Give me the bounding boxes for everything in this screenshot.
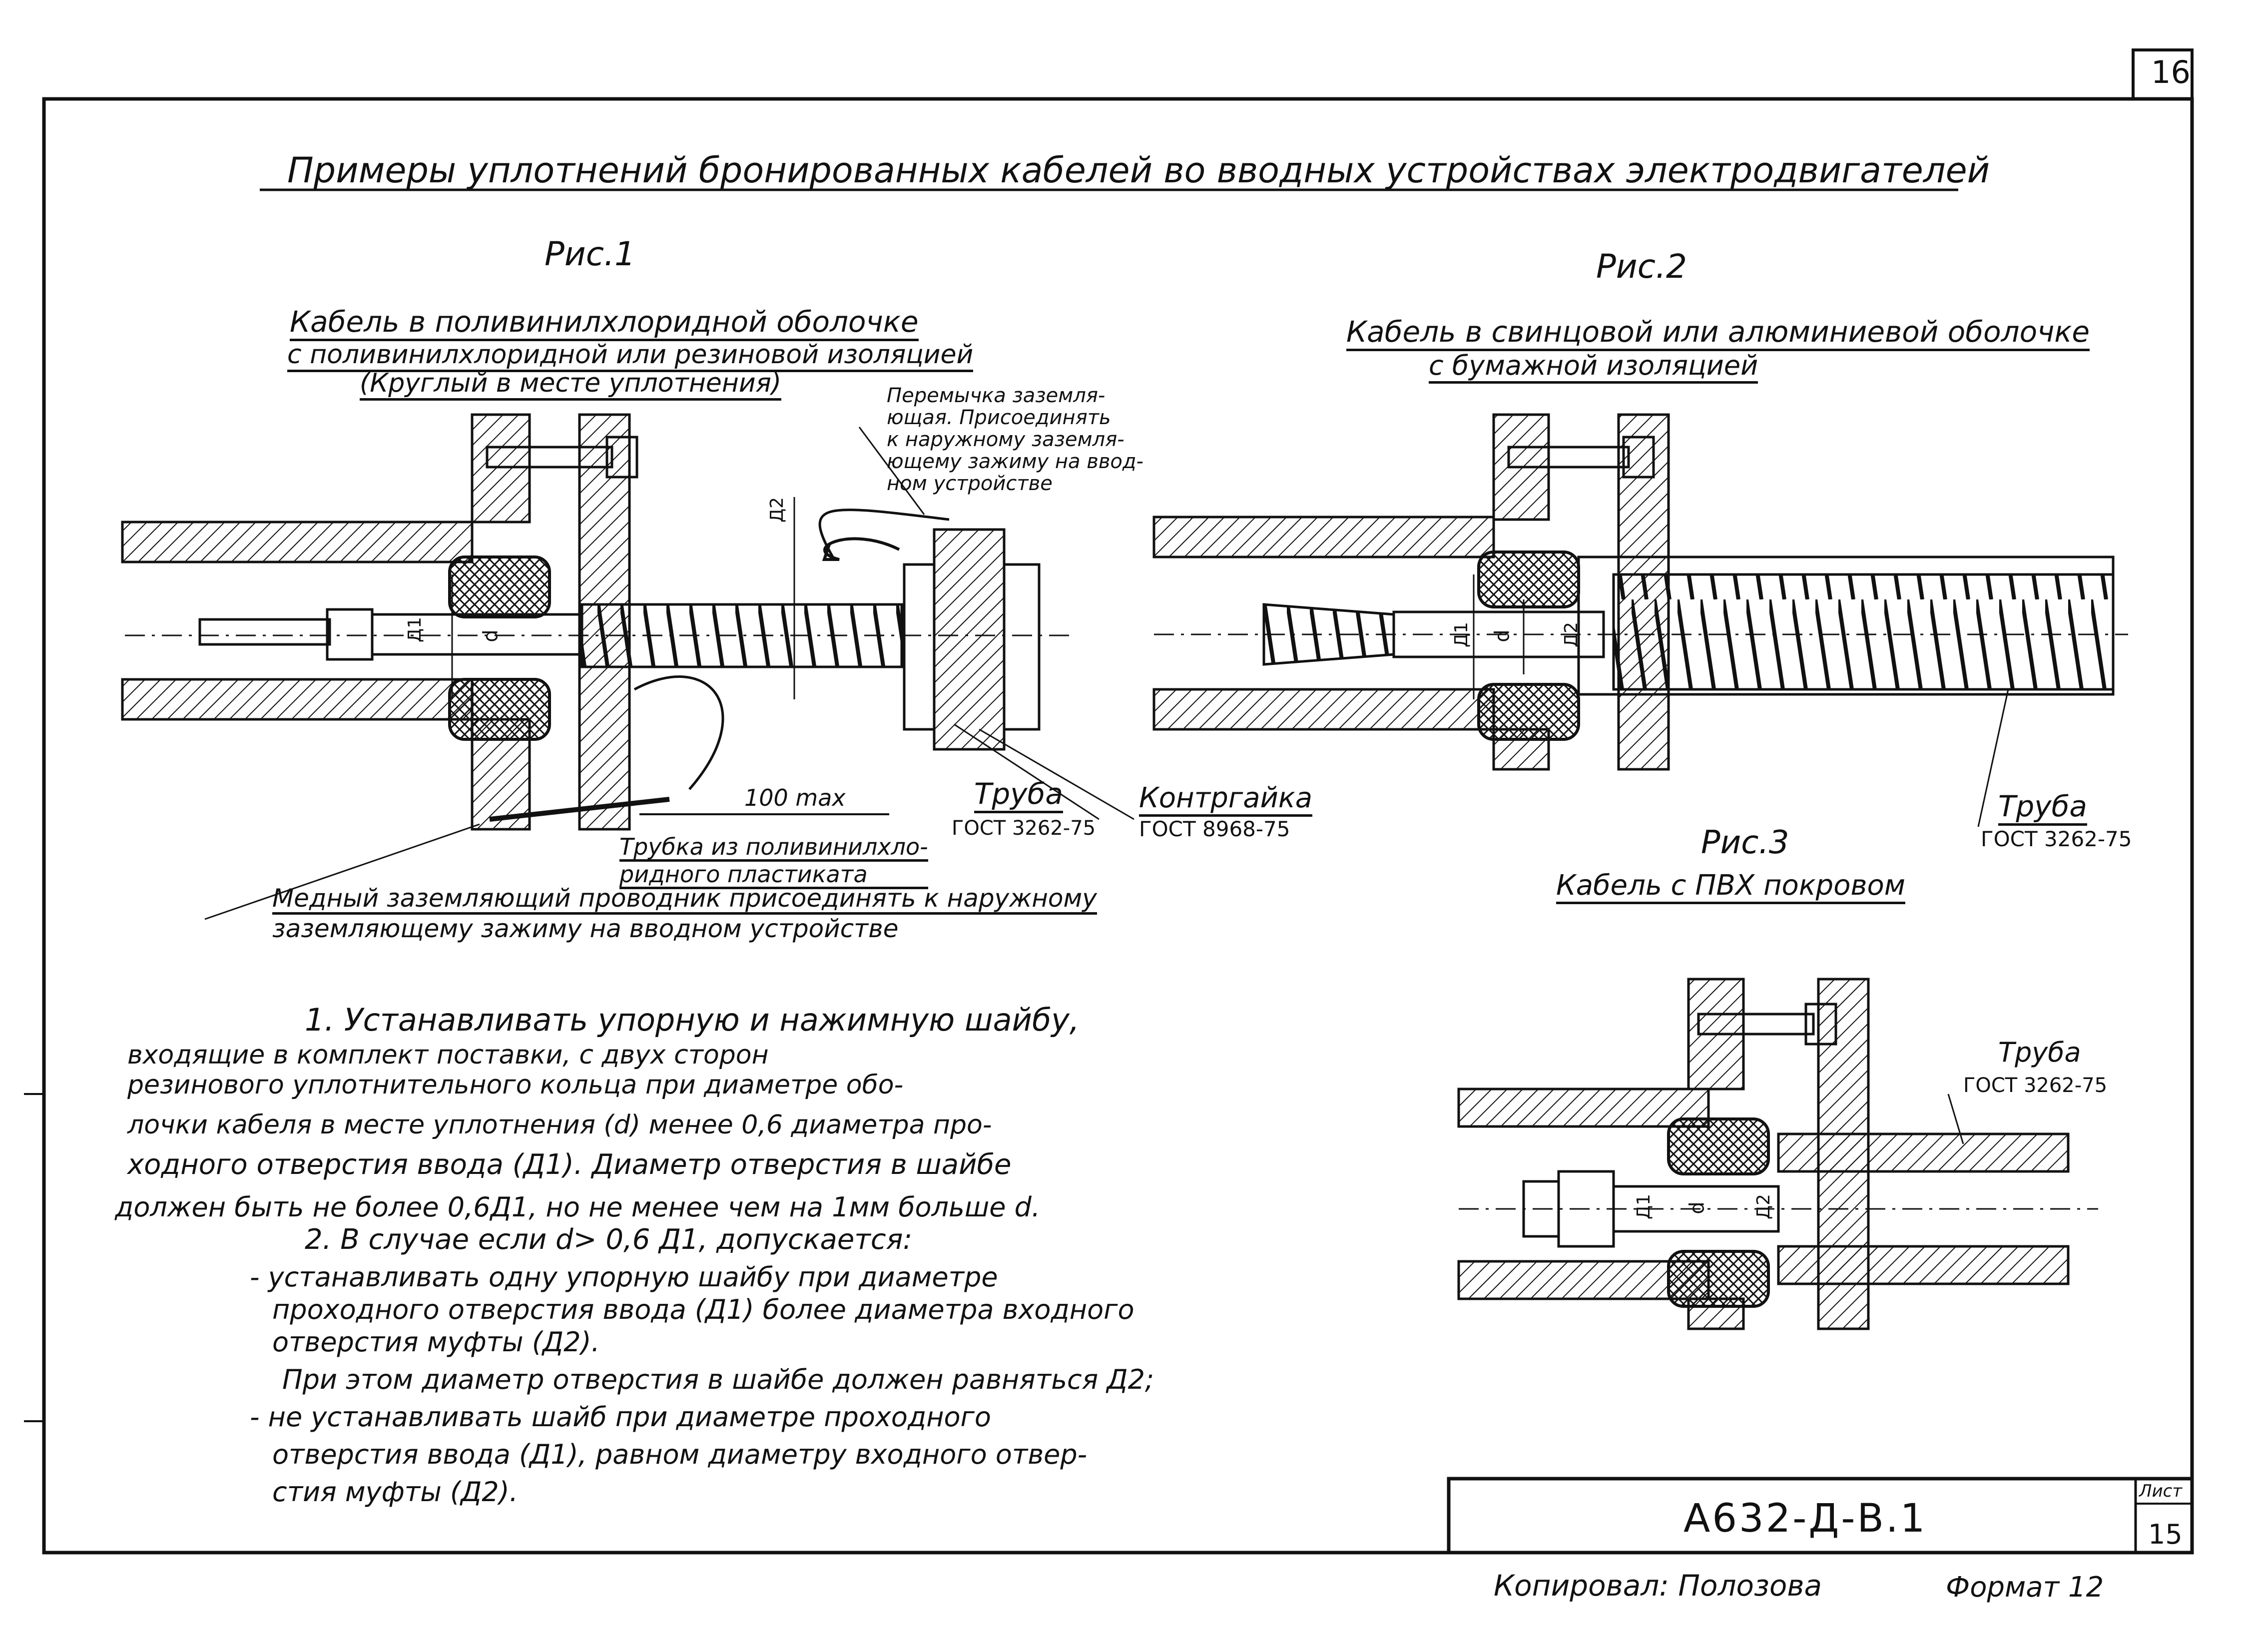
pvc-tube-line-1: Трубка из поливинилхло- — [619, 834, 928, 862]
fig2-dim-d2: Д2 — [1561, 621, 1582, 648]
fig1-dim-d1: Д1 — [405, 616, 426, 643]
fig1-subtitle-line-3: (Круглый в месте уплотнения) — [360, 368, 782, 401]
fig1-label-locknut-gost: ГОСТ 8968-75 — [1139, 817, 1290, 841]
fig1-dim-d2: Д2 — [767, 497, 788, 523]
fig3-subtitle: Кабель с ПВХ покровом — [1556, 869, 1905, 904]
note-line-5: ходного отверстия ввода (Д1). Диаметр от… — [127, 1148, 1012, 1181]
sheet-corner-number: 16 — [2151, 54, 2191, 90]
fig1-caption: Рис.1 — [545, 235, 635, 273]
fig2-drawing — [1152, 413, 2128, 827]
fig3-drawing — [1457, 978, 2098, 1330]
title-block-sheet-label: Лист — [2139, 1481, 2183, 1501]
footer-copied-by: Копировал: Полозова — [1494, 1569, 1822, 1603]
fig2-dim-d1: Д1 — [1451, 621, 1472, 648]
fig1-label-tube: Труба — [974, 777, 1063, 813]
page-title: Примеры уплотнений бронированных кабелей… — [287, 150, 1990, 191]
fig3-dim-d1: Д1 — [1634, 1193, 1655, 1220]
fig1-label-locknut: Контргайка — [1139, 782, 1313, 817]
fig1-dim-100max: 100 max — [744, 784, 846, 811]
note-line-2: входящие в комплект поставки, с двух сто… — [127, 1040, 769, 1070]
jumper-line-4: ющему зажиму на ввод- — [887, 450, 1143, 473]
corner-sheet-box — [2132, 48, 2194, 100]
note-line-7: 2. В случае если d> 0,6 Д1, допускается: — [305, 1223, 913, 1256]
jumper-line-1: Перемычка заземля- — [887, 384, 1106, 407]
fig3-label-tube-gost: ГОСТ 3262-75 — [1963, 1074, 2108, 1097]
jumper-line-3: к наружному заземля- — [887, 428, 1124, 451]
note-line-12: - не устанавливать шайб при диаметре про… — [250, 1401, 991, 1433]
note-line-10: отверстия муфты (Д2). — [272, 1326, 600, 1358]
fig2-subtitle-line-2: с бумажной изоляцией — [1429, 350, 1758, 384]
note-line-1: 1. Устанавливать упорную и нажимную шайб… — [305, 1002, 1080, 1038]
footer-format: Формат 12 — [1946, 1571, 2104, 1604]
note-line-11: При этом диаметр отверстия в шайбе долже… — [282, 1364, 1154, 1395]
title-block-designation: А632-Д-В.1 — [1683, 1496, 1927, 1541]
copper-line-2: заземляющему зажиму на вводном устройств… — [272, 914, 899, 943]
fig3-label-tube: Труба — [1998, 1037, 2081, 1068]
fig1-subtitle-line-2: с поливинилхлоридной или резиновой изоля… — [287, 340, 974, 372]
title-block-frame — [1447, 1477, 2194, 1555]
drawing-frame — [42, 97, 2194, 1555]
fig1-pvc-tube-label: Трубка из поливинилхло- ридного пластика… — [619, 834, 928, 889]
fig3-dim-d: d — [1685, 1201, 1709, 1214]
jumper-line-2: ющая. Присоединять — [887, 406, 1111, 429]
copper-line-1: Медный заземляющий проводник присоединят… — [272, 884, 1097, 915]
title-block-sheet-number: 15 — [2148, 1519, 2183, 1550]
note-line-13: отверстия ввода (Д1), равном диаметру вх… — [272, 1439, 1088, 1470]
fig1-label-tube-gost: ГОСТ 3262-75 — [952, 817, 1096, 840]
fig1-drawing — [121, 413, 1134, 920]
pvc-tube-line-2: ридного пластиката — [619, 862, 928, 889]
fig2-label-tube: Труба — [1998, 789, 2087, 826]
fig2-label-tube-gost: ГОСТ 3262-75 — [1981, 827, 2132, 851]
fig1-jumper-callout: Перемычка заземля- ющая. Присоединять к … — [887, 385, 1143, 495]
note-line-9: проходного отверстия ввода (Д1) более ди… — [272, 1294, 1134, 1325]
fig3-dim-d2: Д2 — [1753, 1193, 1774, 1220]
fig2-dim-d: d — [1491, 629, 1514, 642]
jumper-line-5: ном устройстве — [887, 472, 1053, 495]
note-line-14: стия муфты (Д2). — [272, 1476, 518, 1508]
fig3-caption: Рис.3 — [1701, 824, 1789, 861]
note-line-8: - устанавливать одну упорную шайбу при д… — [250, 1261, 998, 1293]
note-line-4: лочки кабеля в месте уплотнения (d) мене… — [127, 1110, 992, 1140]
fig2-caption: Рис.2 — [1596, 247, 1687, 286]
fig1-copper-label: Медный заземляющий проводник присоединят… — [272, 884, 1097, 943]
fig1-subtitle-line-1: Кабель в поливинилхлоридной оболочке — [290, 305, 919, 341]
fig1-dim-d: d — [479, 629, 503, 642]
fig2-subtitle-line-1: Кабель в свинцовой или алюминиевой оболо… — [1346, 315, 2090, 351]
note-line-6: должен быть не более 0,6Д1, но не менее … — [115, 1191, 1041, 1223]
note-line-3: резинового уплотнительного кольца при ди… — [127, 1070, 904, 1100]
